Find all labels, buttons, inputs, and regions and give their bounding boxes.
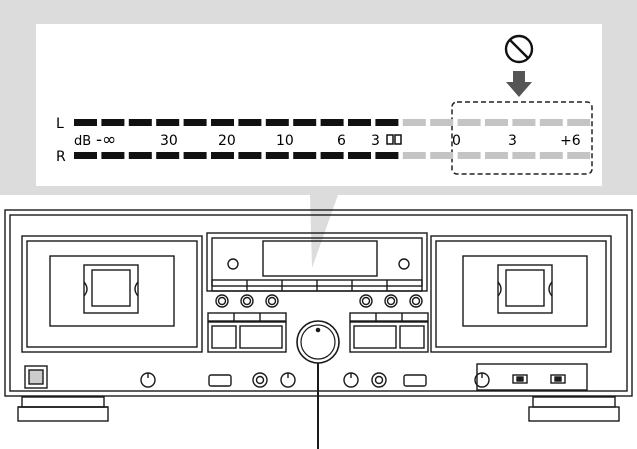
left-segment-12-lit (375, 119, 399, 126)
meter-scale: dB -∞ 30 20 10 6 3 0 3 +6 (74, 130, 581, 150)
cassette-door-b[interactable] (430, 235, 612, 353)
scale-label-20: 20 (218, 133, 236, 149)
left-segment-7-lit (238, 119, 262, 126)
left-channel-meter (74, 119, 591, 126)
left-segment-1-lit (74, 119, 97, 126)
right-segment-12-lit (375, 152, 399, 159)
power-button[interactable] (24, 365, 48, 389)
left-segment-16-unlit (485, 119, 508, 126)
right-segment-10-lit (320, 152, 344, 159)
tape-counter-panel (476, 363, 588, 391)
scale-label-3: 3 (371, 133, 380, 149)
left-segment-19-unlit (567, 119, 591, 126)
left-segment-5-lit (183, 119, 207, 126)
right-segment-11-lit (348, 152, 371, 159)
indicator-right (398, 258, 410, 270)
cassette-deck (4, 209, 633, 422)
left-segment-2-lit (101, 119, 125, 126)
right-segment-4-lit (156, 152, 180, 159)
overload-zone-outline (451, 101, 593, 175)
right-segment-13-unlit (402, 152, 426, 159)
center-display-module (206, 232, 428, 292)
scale-label-30: 30 (160, 133, 178, 149)
left-small-button[interactable] (208, 374, 232, 387)
right-segment-17-unlit (512, 152, 536, 159)
channel-left-label: L (56, 116, 64, 132)
left-segment-4-lit (156, 119, 180, 126)
left-segment-14-unlit (430, 119, 454, 126)
scale-label-plus-6: +6 (560, 133, 581, 149)
right-segment-18-unlit (539, 152, 563, 159)
scale-label-0: 0 (452, 133, 461, 149)
right-knob-1[interactable] (343, 372, 359, 388)
scale-label-6: 6 (337, 133, 346, 149)
left-jack-2[interactable] (280, 372, 296, 388)
deck-foot-left (17, 396, 109, 422)
left-jack-1[interactable] (252, 372, 268, 388)
right-segment-8-lit (265, 152, 289, 159)
right-segment-7-lit (238, 152, 262, 159)
scale-label-10: 10 (276, 133, 294, 149)
right-segment-15-unlit (457, 152, 481, 159)
right-segment-16-unlit (485, 152, 508, 159)
meter-callout: L R dB -∞ 30 20 10 6 3 0 3 +6 (0, 0, 637, 268)
left-segment-18-unlit (539, 119, 563, 126)
deck-foot-right (528, 396, 620, 422)
mode-buttons-left[interactable] (215, 294, 279, 308)
record-level-knob[interactable] (296, 320, 340, 364)
left-segment-8-lit (265, 119, 289, 126)
right-knob-2[interactable] (474, 372, 490, 388)
left-segment-9-lit (293, 119, 317, 126)
right-channel-meter (74, 152, 591, 159)
right-segment-2-lit (101, 152, 125, 159)
right-segment-6-lit (211, 152, 234, 159)
left-segment-15-unlit (457, 119, 481, 126)
right-jack[interactable] (371, 372, 387, 388)
dolby-mark-icon (386, 134, 402, 145)
left-segment-3-lit (128, 119, 152, 126)
channel-right-label: R (56, 149, 66, 165)
right-segment-14-unlit (430, 152, 454, 159)
left-segment-6-lit (211, 119, 234, 126)
left-segment-17-unlit (512, 119, 536, 126)
prohibited-icon (504, 34, 534, 64)
indicator-left (227, 258, 239, 270)
right-segment-9-lit (293, 152, 317, 159)
left-knob[interactable] (140, 372, 156, 388)
right-segment-1-lit (74, 152, 97, 159)
scale-label-plus-3: 3 (508, 133, 517, 149)
cassette-door-a[interactable] (21, 235, 203, 353)
right-segment-3-lit (128, 152, 152, 159)
left-segment-10-lit (320, 119, 344, 126)
scale-label-minus-infinity: -∞ (96, 130, 116, 150)
left-segment-13-unlit (402, 119, 426, 126)
left-segment-11-lit (348, 119, 371, 126)
mode-buttons-right[interactable] (359, 294, 423, 308)
transport-keys-right[interactable] (349, 312, 429, 353)
scale-label-db: dB (74, 134, 91, 149)
level-display-window (262, 240, 378, 277)
down-arrow-icon (506, 71, 532, 97)
right-segment-19-unlit (567, 152, 591, 159)
right-segment-5-lit (183, 152, 207, 159)
right-small-button[interactable] (403, 374, 427, 387)
transport-keys-left[interactable] (207, 312, 287, 353)
